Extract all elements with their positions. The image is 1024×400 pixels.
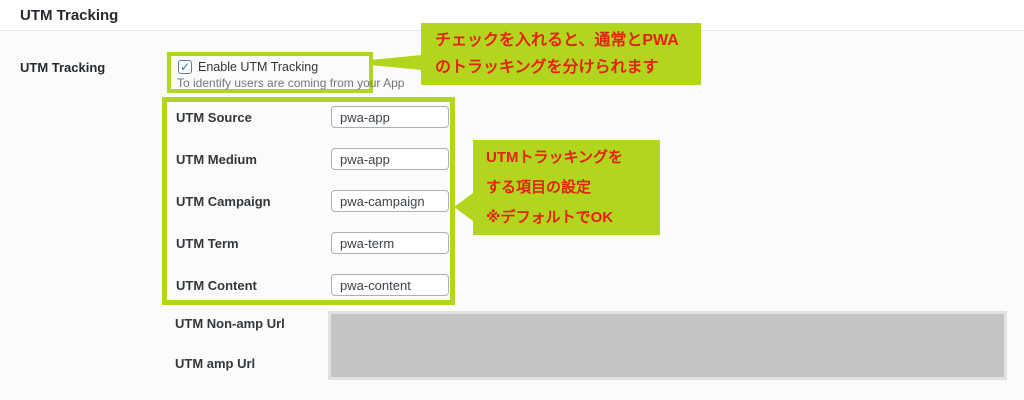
- utm-medium-input[interactable]: [331, 148, 449, 170]
- utm-medium-row: UTM Medium: [167, 148, 450, 170]
- utm-source-label: UTM Source: [176, 109, 252, 125]
- utm-campaign-row: UTM Campaign: [167, 190, 450, 212]
- enable-utm-group: ✓ Enable UTM Tracking To identify users …: [167, 52, 405, 93]
- utm-source-input[interactable]: [331, 106, 449, 128]
- page-title: UTM Tracking: [20, 7, 119, 24]
- utm-campaign-label: UTM Campaign: [176, 193, 271, 209]
- utm-campaign-input[interactable]: [331, 190, 449, 212]
- section-label-utm-tracking: UTM Tracking: [20, 60, 106, 75]
- annotation-fields-note: UTMトラッキングを する項目の設定 ※デフォルトでOK: [473, 140, 660, 235]
- utm-nonamp-url-label: UTM Non-amp Url: [175, 316, 285, 331]
- annotation-line: する項目の設定: [486, 179, 592, 196]
- enable-utm-description: To identify users are coming from your A…: [177, 76, 405, 90]
- annotation-checkbox-note: チェックを入れると、通常とPWA のトラッキングを分けられます: [421, 23, 701, 85]
- utm-fields-group: UTM Source UTM Medium UTM Campaign UTM T…: [162, 97, 455, 305]
- callout-pointer: [454, 193, 473, 221]
- enable-utm-label[interactable]: Enable UTM Tracking: [198, 59, 319, 74]
- utm-term-row: UTM Term: [167, 232, 450, 254]
- utm-content-row: UTM Content: [167, 274, 450, 296]
- enable-utm-checkbox[interactable]: ✓: [178, 59, 192, 74]
- annotation-line: ※デフォルトでOK: [486, 209, 614, 226]
- redacted-url-values: [328, 311, 1007, 380]
- utm-source-row: UTM Source: [167, 106, 450, 128]
- utm-amp-url-label: UTM amp Url: [175, 356, 256, 371]
- annotation-line: のトラッキングを分けられます: [435, 59, 659, 76]
- utm-content-label: UTM Content: [176, 277, 257, 293]
- annotation-line: チェックを入れると、通常とPWA: [435, 32, 679, 49]
- utm-medium-label: UTM Medium: [176, 151, 257, 167]
- callout-connector: [373, 55, 421, 70]
- annotation-line: UTMトラッキングを: [486, 149, 624, 166]
- utm-content-input[interactable]: [331, 274, 449, 296]
- utm-term-label: UTM Term: [176, 235, 239, 251]
- utm-term-input[interactable]: [331, 232, 449, 254]
